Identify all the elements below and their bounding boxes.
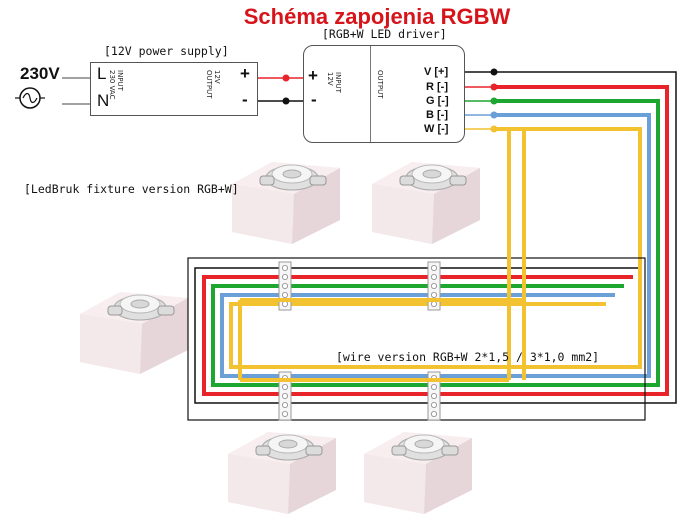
wire-g-loop: [211, 99, 660, 387]
psu-input-text: INPUT: [116, 70, 124, 91]
connector-bottom-left-hole-2: [281, 392, 288, 399]
ac-wave-symbol: [22, 92, 38, 104]
connector-top-left-hole-2: [281, 282, 288, 289]
fixture-image-4: [228, 432, 336, 514]
connector-bottom-right-hole-2: [430, 392, 437, 399]
connector-top-left-hole-4: [281, 300, 288, 307]
driver-output-text: OUTPUT: [376, 70, 384, 99]
connector-bottom-left-hole-3: [281, 401, 288, 408]
psu-output-text: OUTPUT: [205, 70, 213, 99]
connector-top-right-hole-3: [430, 291, 437, 298]
fixture-image-3: [80, 292, 188, 374]
connector-top-right-hole-2: [430, 282, 437, 289]
mains-voltage-label: 230V: [20, 64, 60, 83]
psu-output-v: 12V: [213, 70, 221, 84]
power-supply-box: [90, 62, 258, 116]
driver-input-v: 12V: [326, 72, 334, 86]
wire-b-loop: [220, 113, 651, 378]
fixture-label: [LedBruk fixture version RGB+W]: [24, 182, 239, 196]
connector-top-left-hole-0: [281, 264, 288, 271]
connector-bottom-right-hole-3: [430, 401, 437, 408]
driver-label: [RGB+W LED driver]: [322, 27, 447, 41]
psu-input-vac: 230 VAC: [108, 70, 116, 100]
terminal-l-label: L: [97, 64, 107, 83]
driver-box: [303, 45, 465, 143]
connector-top-left-hole-3: [281, 291, 288, 298]
power-supply-label: [12V power supply]: [104, 44, 229, 58]
terminal-dot-minus: [282, 97, 290, 105]
fixture-image-5: [364, 432, 472, 514]
connector-bottom-left-hole-4: [281, 410, 288, 417]
channel-v-label: V [+]: [424, 66, 449, 78]
driver-divider: [370, 46, 371, 142]
wire-label: [wire version RGB+W 2*1,5 / 3*1,0 mm2]: [336, 350, 600, 364]
connector-bottom-left-hole-1: [281, 383, 288, 390]
driver-input-text: INPUT: [334, 72, 342, 93]
wire-w-loop: [229, 127, 642, 369]
connector-top-right-hole-0: [430, 264, 437, 271]
terminal-dot-plus: [282, 74, 290, 82]
driver-plus-label: +: [308, 66, 318, 85]
connector-top-right-hole-1: [430, 273, 437, 280]
terminal-n-label: N: [97, 91, 110, 110]
connector-bottom-right-hole-4: [430, 410, 437, 417]
fixture-image-1: [232, 162, 340, 244]
connector-top-right-hole-4: [430, 300, 437, 307]
channel-b-label: B [-]: [426, 109, 448, 121]
channel-g-label: G [-]: [426, 95, 449, 107]
channel-w-label: W [-]: [424, 123, 449, 135]
wire-v-frame: [187, 257, 646, 421]
channel-r-label: R [-]: [426, 81, 448, 93]
connector-bottom-right-hole-1: [430, 383, 437, 390]
fixture-image-2: [372, 162, 480, 244]
driver-minus-label: -: [311, 90, 317, 109]
connector-top-left-hole-1: [281, 273, 288, 280]
diagram-title: Schéma zapojenia RGBW: [243, 4, 511, 29]
psu-plus-label: +: [240, 64, 250, 83]
psu-minus-label: -: [242, 90, 248, 109]
